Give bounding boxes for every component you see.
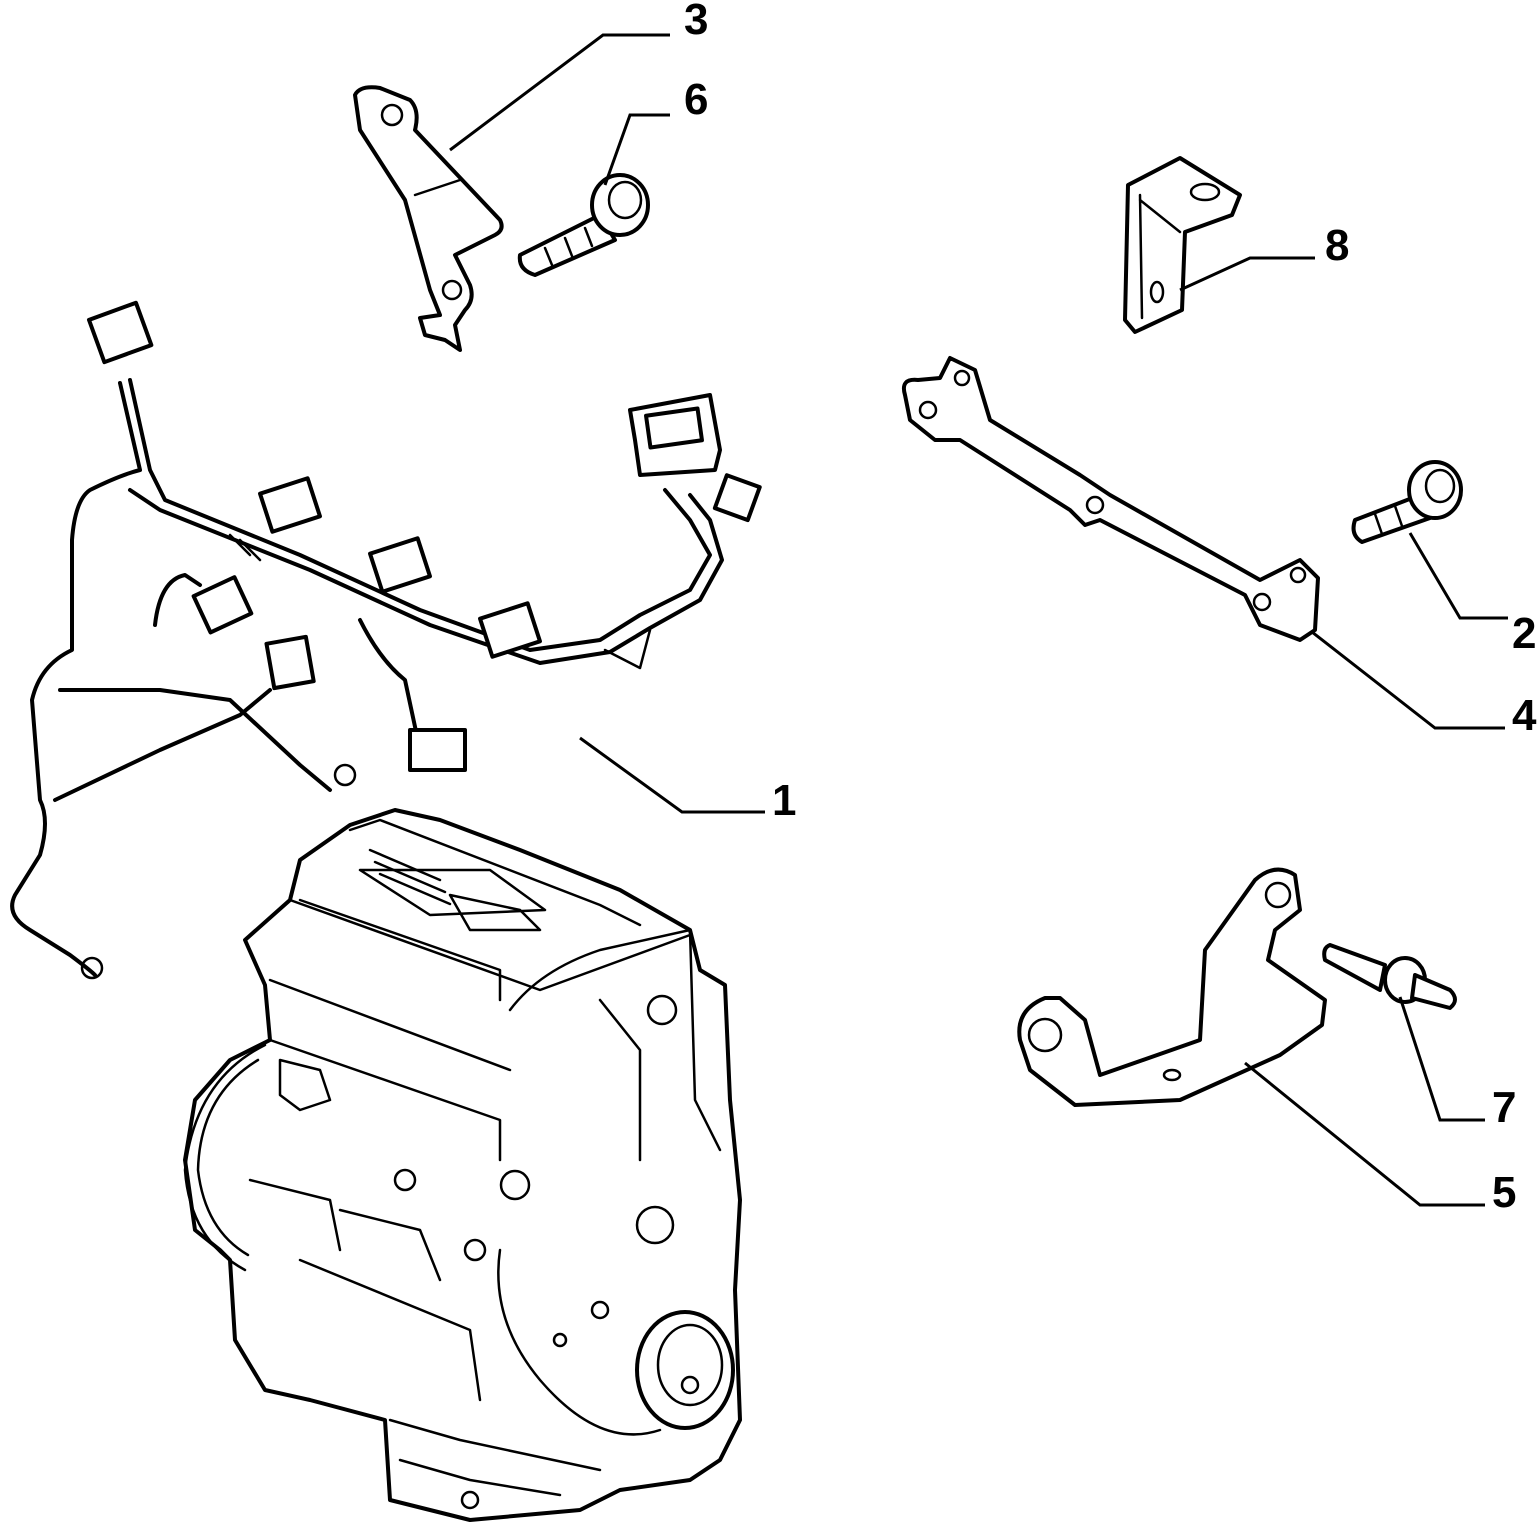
part-2-bolt xyxy=(1351,460,1463,544)
part-6-bolt xyxy=(517,173,650,277)
leader-lines xyxy=(449,33,1508,1207)
part-5-bracket xyxy=(1017,867,1327,1107)
callout-4: 4 xyxy=(1512,691,1537,740)
part-8-bracket xyxy=(1123,156,1242,334)
callout-1: 1 xyxy=(772,776,796,825)
part-4-plate xyxy=(901,356,1320,642)
part-3-bracket xyxy=(353,85,504,352)
callout-3: 3 xyxy=(684,0,708,44)
engine-assembly xyxy=(183,808,742,1522)
callout-8: 8 xyxy=(1325,221,1349,270)
callout-7: 7 xyxy=(1492,1083,1516,1132)
callout-6: 6 xyxy=(684,75,708,124)
callout-2: 2 xyxy=(1512,609,1536,658)
callout-5: 5 xyxy=(1492,1168,1516,1217)
part-1-wiring-harness xyxy=(10,300,762,980)
part-7-stud xyxy=(1322,943,1457,1010)
